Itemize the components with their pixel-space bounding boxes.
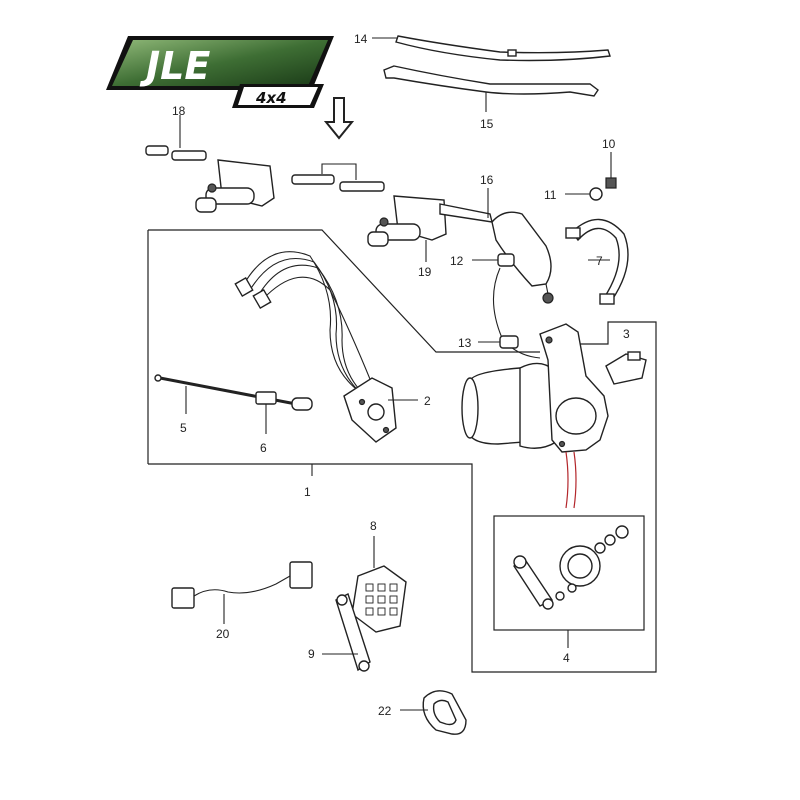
callout-6: 6	[260, 441, 267, 455]
callout-22: 22	[378, 704, 392, 718]
gear-cover	[605, 351, 647, 385]
callout-5: 5	[180, 421, 187, 435]
wiring-harness	[171, 561, 313, 624]
link-arm	[335, 593, 371, 672]
callout-2: 2	[424, 394, 431, 408]
callout-8: 8	[370, 519, 377, 533]
callout-13: 13	[458, 336, 472, 350]
callout-10: 10	[602, 137, 616, 151]
bolt	[565, 152, 617, 201]
motor-bracket	[343, 377, 397, 443]
wiper-motor	[461, 323, 609, 453]
assembly-box-4	[493, 515, 645, 631]
assembly-box-1-top	[148, 229, 540, 353]
callout-9: 9	[308, 647, 315, 661]
logo-sub-text: 4x4	[255, 89, 287, 107]
wheelbox-left	[195, 159, 275, 213]
callout-1: 1	[304, 485, 311, 499]
grommet	[472, 253, 515, 267]
callout-15: 15	[480, 117, 494, 131]
callout-4: 4	[563, 651, 570, 665]
wheelbox-centre	[367, 195, 493, 247]
pin-left	[145, 145, 207, 161]
callout-3: 3	[623, 327, 630, 341]
callout-14: 14	[354, 32, 368, 46]
callout-19: 19	[418, 265, 432, 279]
callout-20: 20	[216, 627, 230, 641]
callout-7: 7	[596, 254, 603, 268]
callout-18: 18	[172, 104, 186, 118]
mounting-strap	[565, 218, 629, 305]
assembly-box-1-outline	[148, 321, 657, 673]
callout-11: 11	[544, 188, 557, 202]
callout-12: 12	[450, 254, 464, 268]
drive-rack-cable	[154, 374, 313, 411]
harness-clip	[478, 335, 519, 349]
gear-kit	[513, 525, 629, 610]
callout-16: 16	[480, 173, 494, 187]
mounting-plate	[351, 565, 407, 633]
down-arrow-icon	[323, 97, 355, 140]
jle-logo: JLE 4x4	[106, 36, 334, 108]
logo-brand-text: JLE	[139, 44, 210, 88]
wiring-loom	[234, 251, 373, 399]
wiper-blade	[395, 35, 611, 62]
cable-clamp	[255, 391, 277, 434]
seal-grommet	[422, 690, 467, 735]
wiper-arm	[383, 65, 599, 112]
pin-centre	[291, 163, 385, 192]
